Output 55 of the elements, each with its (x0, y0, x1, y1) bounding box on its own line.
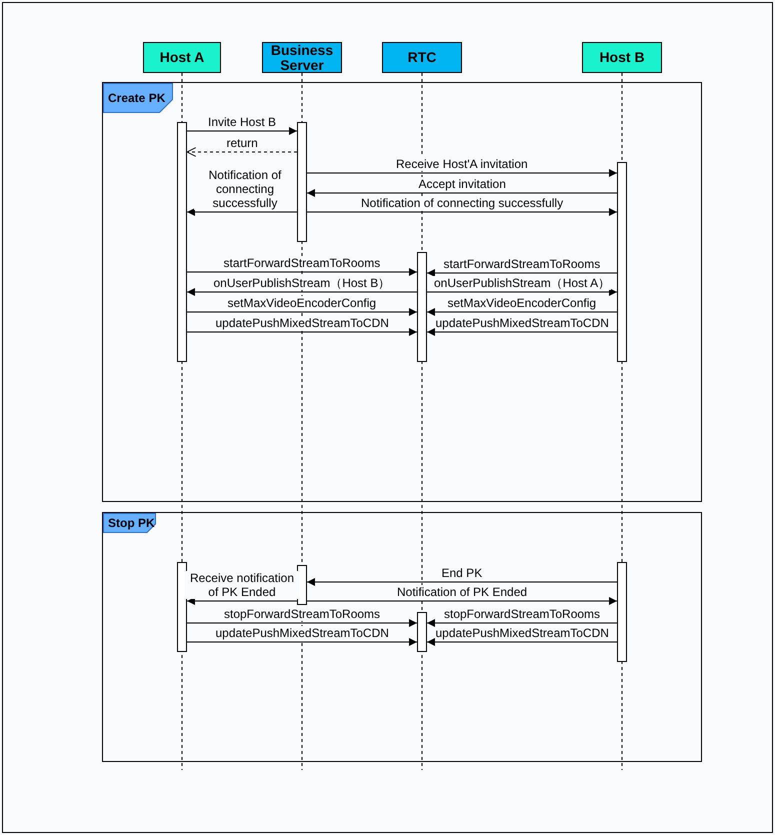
activation-bar (297, 122, 307, 242)
message-label: updatePushMixedStreamToCDN (214, 626, 390, 640)
message-label: startForwardStreamToRooms (222, 256, 382, 270)
message-label: setMaxVideoEncoderConfig (226, 296, 378, 310)
activation-bar (617, 562, 627, 662)
participant-box: Business Server (262, 42, 342, 73)
message-arrow (306, 578, 618, 586)
message-arrow (186, 597, 298, 605)
message-arrow (186, 208, 298, 216)
participant-box: Host B (582, 42, 662, 73)
message-arrow (306, 208, 618, 216)
message-arrow (186, 619, 418, 627)
message-arrow (426, 638, 618, 646)
message-label: Accept invitation (418, 177, 507, 191)
message-label: stopForwardStreamToRooms (443, 607, 602, 621)
message-arrow (186, 127, 298, 135)
activation-bar (417, 612, 427, 652)
participant-box: Host A (143, 42, 221, 73)
message-label: setMaxVideoEncoderConfig (446, 296, 598, 310)
message-label: return (226, 136, 259, 150)
message-arrow (186, 638, 418, 646)
message-arrow (426, 308, 618, 316)
activation-bar (177, 122, 187, 362)
message-arrow (306, 169, 618, 177)
message-label: End PK (440, 566, 484, 580)
frame (102, 512, 702, 762)
message-label: Notification of connecting successfully (360, 196, 564, 210)
message-label: updatePushMixedStreamToCDN (434, 316, 610, 330)
return-arrow (186, 147, 298, 157)
activation-bar (177, 562, 187, 652)
message-arrow (186, 288, 418, 296)
frame-label: Create PK (103, 83, 173, 113)
message-arrow (426, 619, 618, 627)
message-label: updatePushMixedStreamToCDN (434, 626, 610, 640)
message-arrow (186, 308, 418, 316)
message-arrow (426, 328, 618, 336)
message-arrow (306, 597, 618, 605)
activation-bar (417, 252, 427, 362)
participant-box: RTC (382, 42, 462, 73)
message-arrow (186, 268, 418, 276)
activation-bar (617, 162, 627, 362)
message-arrow (426, 288, 618, 296)
message-arrow (306, 189, 618, 197)
message-label: stopForwardStreamToRooms (223, 607, 382, 621)
message-arrow (426, 269, 618, 277)
message-label: Notification of PK Ended (396, 585, 528, 599)
message-label: startForwardStreamToRooms (442, 257, 602, 271)
frame (102, 82, 702, 502)
message-label: Receive notification of PK Ended (185, 571, 299, 599)
message-label: onUserPublishStream（Host A） (433, 276, 612, 290)
frame-label: Stop PK (103, 513, 156, 533)
message-label: updatePushMixedStreamToCDN (214, 316, 390, 330)
message-arrow (186, 328, 418, 336)
message-label: Invite Host B (207, 115, 278, 129)
message-label: Receive Host'A invitation (395, 157, 529, 171)
